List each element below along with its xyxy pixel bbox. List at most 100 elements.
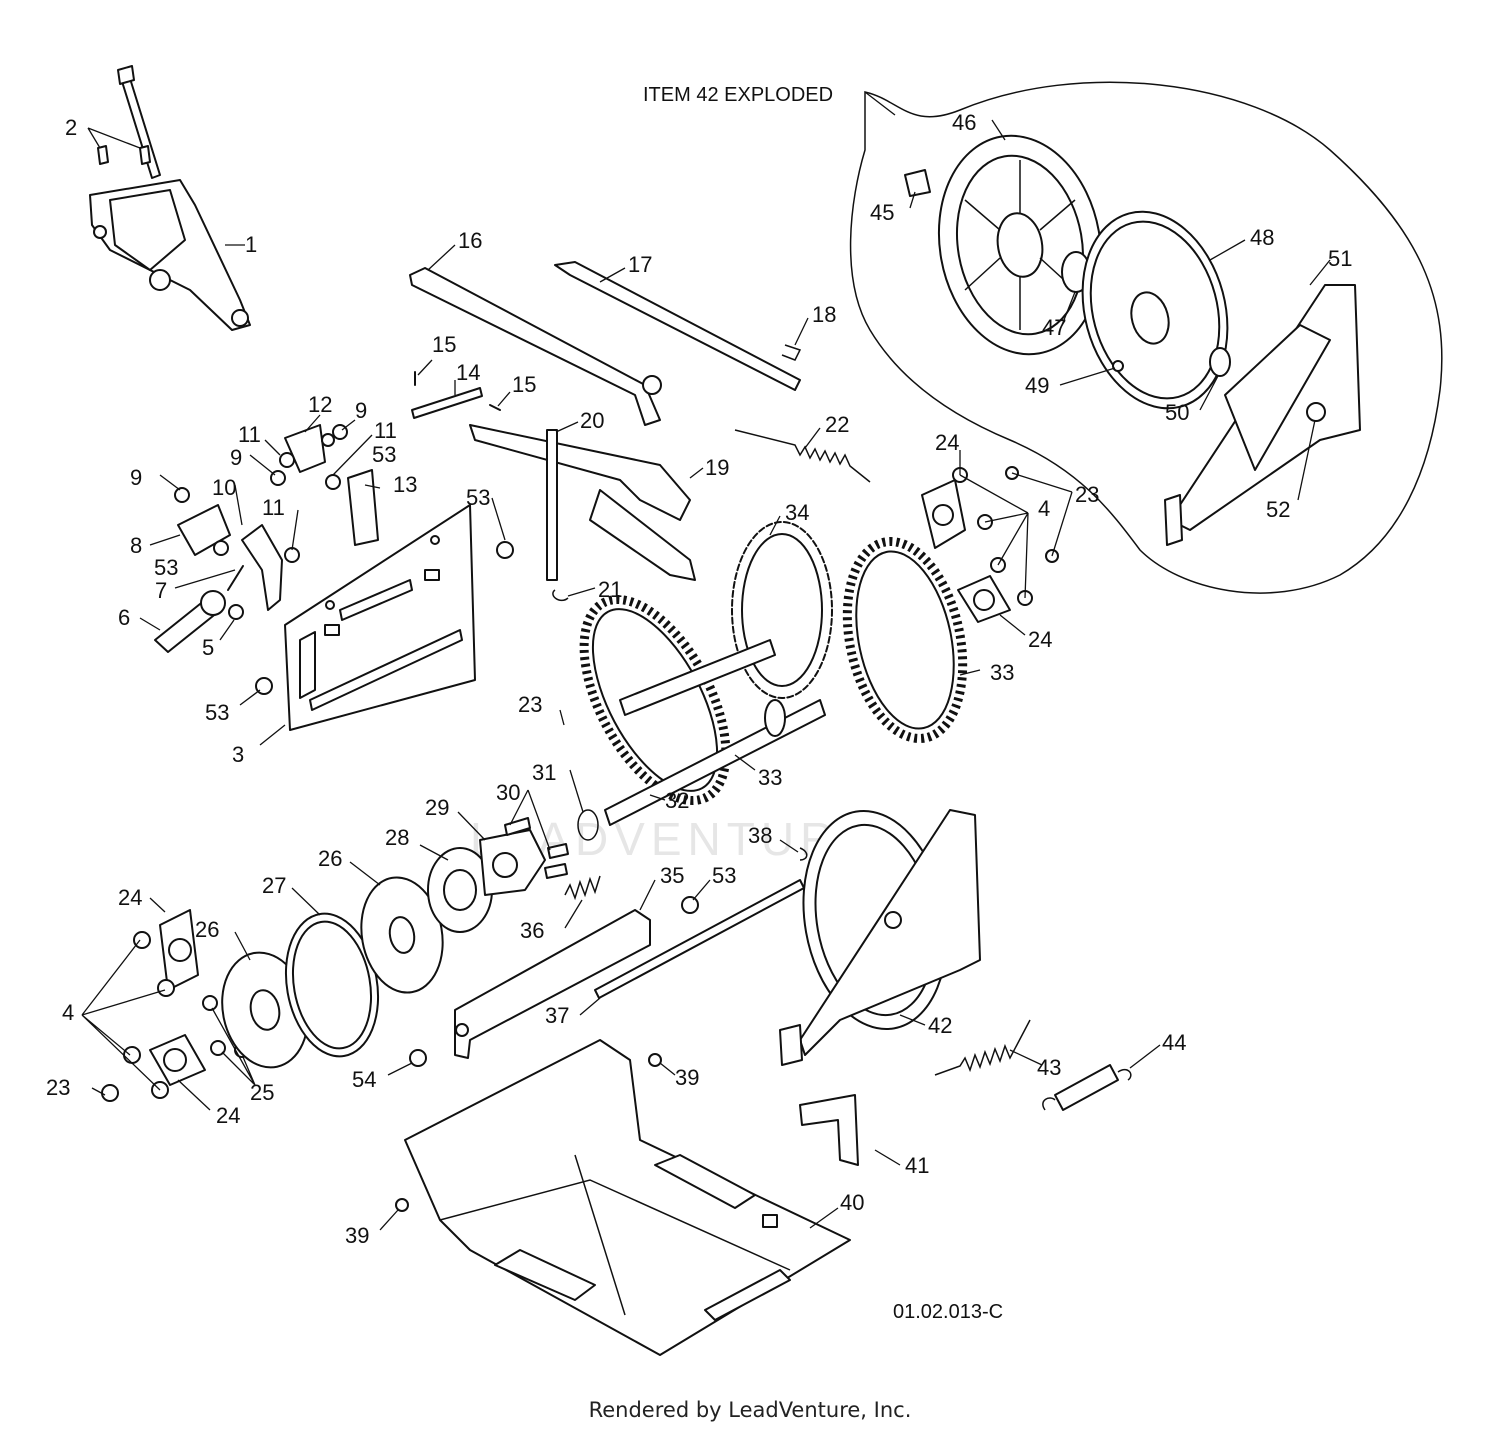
callout-51: 51: [1328, 246, 1352, 271]
callout-6: 6: [118, 605, 130, 630]
callout-4-right: 4: [1038, 496, 1050, 521]
callout-14: 14: [456, 360, 480, 385]
link-arm: [154, 590, 226, 653]
shaft-20: [546, 429, 558, 581]
fasteners-top-left: [174, 424, 514, 695]
cover-40: [404, 1039, 851, 1356]
callout-23-right: 23: [1075, 482, 1099, 507]
callout-5: 5: [202, 635, 214, 660]
callout-25: 25: [250, 1080, 274, 1105]
callout-16: 16: [458, 228, 482, 253]
hairpin-18: [781, 344, 802, 361]
bracket-19: [469, 424, 691, 521]
callout-53-left: 53: [154, 555, 178, 580]
retaining-ring-31: [577, 809, 599, 841]
callout-35: 35: [660, 863, 684, 888]
callout-41: 41: [905, 1153, 929, 1178]
callout-11-left: 11: [238, 422, 261, 447]
spring-22: [734, 429, 871, 483]
shift-rod-16: [409, 267, 661, 426]
pin: [227, 565, 244, 591]
link-rod-17: [554, 261, 801, 391]
callout-27: 27: [262, 873, 286, 898]
spring-36: [564, 875, 601, 901]
drawing-number: 01.02.013-C: [893, 1301, 1003, 1323]
spring-43: [934, 1019, 1031, 1076]
bolt-54: [409, 1049, 427, 1067]
callout-36: 36: [520, 918, 544, 943]
callout-43: 43: [1037, 1055, 1061, 1080]
callout-1: 1: [245, 232, 257, 257]
shift-lever-assembly: [89, 65, 251, 331]
bracket-51: [1164, 284, 1361, 546]
bracket-41: [799, 1094, 859, 1166]
callout-28: 28: [385, 825, 409, 850]
nut-49: [1112, 360, 1124, 372]
callout-34: 34: [785, 500, 809, 525]
clip-38: [799, 847, 808, 861]
cotter-pin-15b: [489, 404, 501, 411]
callout-2: 2: [65, 115, 77, 140]
callout-20: 20: [580, 408, 604, 433]
callout-9-left: 9: [130, 465, 142, 490]
pulley-28: [427, 847, 493, 933]
callout-31: 31: [532, 760, 556, 785]
callout-22: 22: [825, 412, 849, 437]
pulley-48: [1081, 210, 1229, 410]
callout-39-bottom: 39: [345, 1223, 369, 1248]
callout-50: 50: [1165, 400, 1189, 425]
callout-33-right: 33: [990, 660, 1014, 685]
callout-32: 32: [665, 788, 689, 813]
callout-15-right: 15: [512, 372, 536, 397]
callout-13: 13: [393, 472, 417, 497]
idler-assembly-42: [779, 809, 981, 1066]
bolts-30: [504, 817, 569, 879]
callout-30: 30: [496, 780, 520, 805]
mounting-plate: [284, 504, 476, 731]
sprocket-34: [731, 521, 833, 699]
callout-3: 3: [232, 742, 244, 767]
rod-14: [411, 387, 483, 419]
callout-23-mid: 23: [518, 692, 542, 717]
bushing-50: [1209, 347, 1231, 377]
plate-triangular-right: [284, 424, 326, 473]
callout-53-plate: 53: [466, 485, 490, 510]
callout-11-mid: 11: [262, 495, 285, 520]
callout-4-left: 4: [62, 1000, 74, 1025]
pin-45: [904, 169, 931, 197]
callout-48: 48: [1250, 225, 1274, 250]
bolt-53-lower: [681, 896, 699, 914]
callout-26-right: 26: [318, 846, 342, 871]
plate-triangular-left: [177, 504, 231, 556]
callout-21: 21: [598, 577, 622, 602]
flange-bearing-upper: [921, 479, 966, 549]
chain-33-right: [842, 537, 968, 743]
bracket-10: [241, 524, 283, 611]
exploded-caption: ITEM 42 EXPLODED: [643, 84, 833, 106]
callout-54: 54: [352, 1067, 376, 1092]
callout-37: 37: [545, 1003, 569, 1028]
spring-44: [1042, 1064, 1132, 1111]
shaft-upper: [619, 639, 776, 716]
screw-pair: [97, 145, 151, 165]
callout-23-left: 23: [46, 1075, 70, 1100]
callout-52: 52: [1266, 497, 1290, 522]
callout-17: 17: [628, 252, 652, 277]
callout-7: 7: [155, 578, 167, 603]
shaft-32: [604, 699, 826, 826]
callout-15-left: 15: [432, 332, 456, 357]
callout-24-lower-left: 24: [118, 885, 142, 910]
callout-44: 44: [1162, 1030, 1186, 1055]
flange-bearing-lower-left-bottom: [149, 1034, 206, 1086]
bearing-housing-29: [479, 829, 546, 896]
flange-bearing-lower-left-top: [159, 909, 199, 991]
bracket-35: [454, 909, 651, 1059]
exploded-view-outline: [849, 81, 1443, 594]
callout-8: 8: [130, 533, 142, 558]
wheel-46: [937, 134, 1103, 356]
callout-42: 42: [928, 1013, 952, 1038]
callout-24-upper: 24: [935, 430, 959, 455]
callout-53-lower: 53: [712, 863, 736, 888]
callout-53-bottom: 53: [205, 700, 229, 725]
